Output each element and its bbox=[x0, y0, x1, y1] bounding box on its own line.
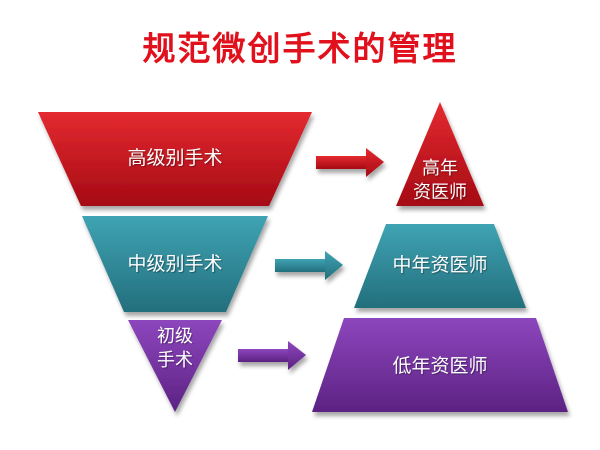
physician-level-senior-text-line1: 高年 bbox=[422, 158, 458, 179]
surgery-level-mid-segment bbox=[82, 216, 268, 312]
physician-level-junior-segment bbox=[312, 318, 568, 412]
arrow-mid-icon bbox=[275, 251, 343, 280]
physician-level-mid-segment bbox=[354, 224, 526, 308]
physician-level-senior-segment bbox=[396, 102, 484, 206]
arrow-high-icon bbox=[316, 148, 384, 177]
physician-level-junior-label: 低年资医师 bbox=[360, 354, 520, 380]
arrow-low-icon bbox=[238, 341, 306, 370]
surgery-level-low-label: 初级 手术 bbox=[135, 325, 215, 374]
surgery-level-high-label: 高级别手术 bbox=[95, 146, 255, 172]
physician-level-senior-label: 高年 资医师 bbox=[395, 157, 485, 206]
surgery-level-low-text-line2: 手术 bbox=[157, 350, 193, 372]
surgery-level-high-segment bbox=[38, 112, 312, 206]
physician-level-mid-label: 中年资医师 bbox=[370, 253, 510, 279]
surgery-level-low-segment bbox=[128, 320, 222, 412]
surgery-level-mid-text: 中级别手术 bbox=[127, 253, 223, 275]
physician-level-senior-text-line2: 资医师 bbox=[413, 182, 467, 204]
page-title: 规范微创手术的管理 bbox=[142, 29, 458, 68]
surgery-level-low-text-line1: 初级 bbox=[157, 326, 193, 347]
physician-level-mid-text: 中年资医师 bbox=[392, 254, 488, 276]
physician-level-junior-text: 低年资医师 bbox=[392, 355, 488, 377]
surgery-level-high-text: 高级别手术 bbox=[127, 147, 223, 169]
surgery-level-mid-label: 中级别手术 bbox=[95, 252, 255, 278]
